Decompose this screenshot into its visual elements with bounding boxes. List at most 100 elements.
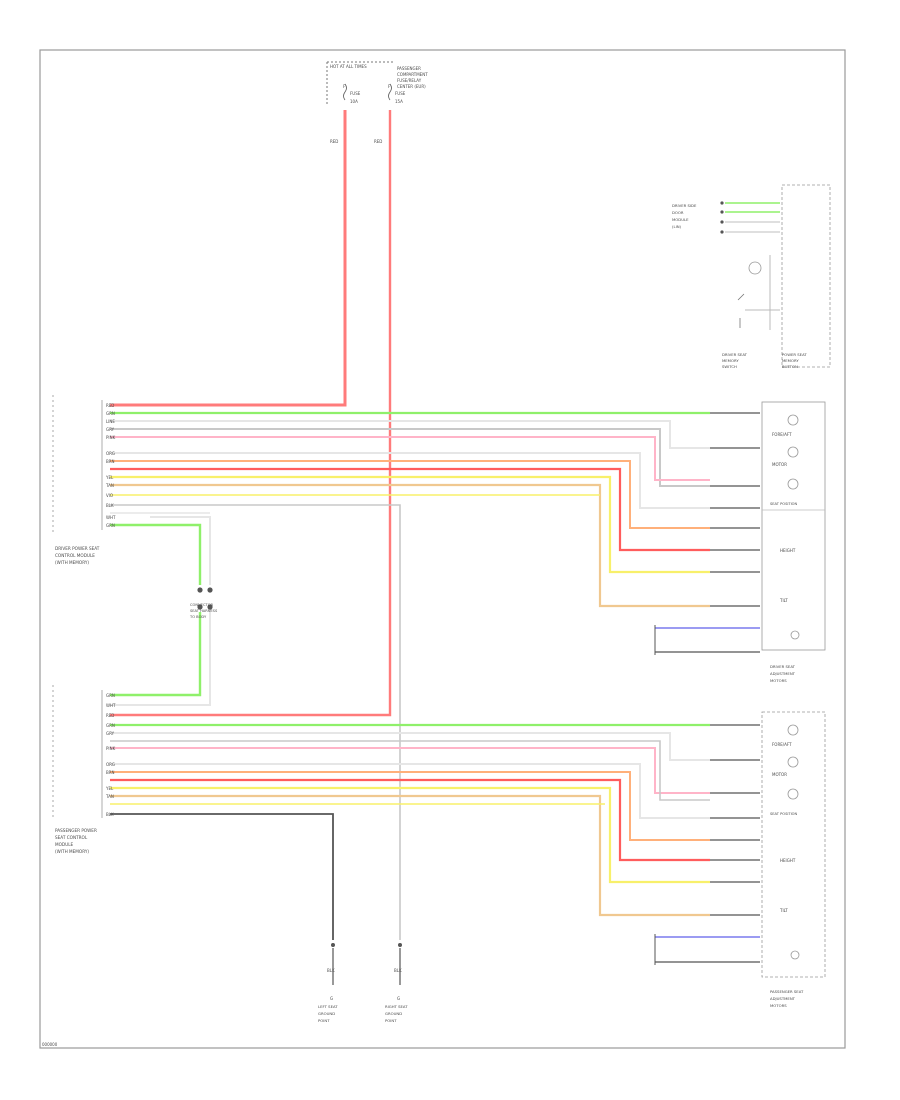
passenger-seat-motors: FORE/AFT MOTOR HEIGHT TILT SEAT POSITION… bbox=[761, 711, 826, 1008]
wire-driver-red bbox=[110, 467, 710, 552]
wire-red-fuse-left bbox=[110, 110, 347, 407]
pass-motor-4: TILT bbox=[779, 908, 788, 913]
connector-name-2: SEAT HARNESS bbox=[190, 609, 218, 613]
pass-motor-fore-icon bbox=[787, 724, 799, 736]
fuse-box-desc-4: CENTER (EUR) bbox=[397, 84, 426, 89]
ground-left: BLK G LEFT SEAT GROUND POINT bbox=[318, 943, 338, 1023]
ground-right-3: RIGHT SEAT bbox=[385, 1004, 408, 1009]
pass-pin-6: PINK bbox=[106, 746, 116, 751]
ground-right: BLK G RIGHT SEAT GROUND POINT bbox=[385, 943, 408, 1023]
ground-right-1: BLK bbox=[394, 968, 402, 973]
driver-module-name-3: (WITH MEMORY) bbox=[55, 560, 89, 565]
driver-seat-terminals bbox=[654, 412, 760, 655]
fuse-right-wire-label: RED bbox=[374, 139, 382, 144]
diagram-frame bbox=[39, 49, 846, 1049]
driver-pin-3: LINE bbox=[106, 419, 115, 424]
driver-pin-11: BLK bbox=[106, 503, 114, 508]
wire-driver-tan bbox=[110, 483, 710, 608]
wire-driver-wht-connector bbox=[150, 516, 211, 585]
driver-pin-5: PINK bbox=[106, 435, 116, 440]
wire-pass-gry bbox=[110, 732, 710, 761]
pass-seat-sensor: SEAT POSITION bbox=[770, 812, 797, 816]
fuse-left-rating: 10A bbox=[350, 99, 358, 104]
driver-motor-2: MOTOR bbox=[772, 462, 787, 467]
wire-pass-yel bbox=[110, 786, 710, 884]
driver-pin-6: ORG bbox=[106, 451, 115, 456]
mem-switch-bottom-left-3: SWITCH bbox=[722, 364, 737, 369]
driver-pin-1: RED bbox=[106, 403, 114, 408]
ground-right-2: G bbox=[397, 996, 400, 1001]
mem-switch-label-1: DRIVER SIDE bbox=[672, 203, 697, 208]
fuse-box-desc-1: PASSENGER bbox=[397, 66, 421, 71]
driver-pin-8: YEL bbox=[105, 475, 114, 480]
wire-driver-gry bbox=[110, 428, 710, 487]
wire-pass-red bbox=[110, 778, 710, 862]
fuse-left-symbol bbox=[343, 83, 347, 101]
mem-switch-bottom-right-3: BUTTON bbox=[782, 364, 798, 369]
wire-pass-wht-in bbox=[110, 612, 211, 706]
seat-harness-connector: CONNECTOR SEAT HARNESS TO BODY bbox=[189, 587, 218, 619]
fuse-left-id: F bbox=[343, 84, 346, 89]
fuse-right-symbol bbox=[388, 83, 392, 101]
ground-left-5: POINT bbox=[318, 1018, 330, 1023]
driver-motor-tilt-icon bbox=[787, 478, 799, 490]
pass-module-name-4: (WITH MEMORY) bbox=[55, 849, 89, 854]
wire-driver-grn-connector bbox=[110, 523, 202, 585]
fuse-box: HOT AT ALL TIMES PASSENGER COMPARTMENT F… bbox=[326, 61, 428, 144]
fuse-box-desc-2: COMPARTMENT bbox=[397, 72, 428, 77]
fuse-box-desc-3: FUSE/RELAY bbox=[397, 78, 422, 83]
ground-left-3: LEFT SEAT bbox=[318, 1004, 338, 1009]
pass-module-name-3: MODULE bbox=[55, 842, 74, 847]
fuse-left-wire-label: RED bbox=[330, 139, 338, 144]
wire-driver-yel bbox=[110, 475, 710, 574]
pass-seat-name-2: ADJUSTMENT bbox=[770, 996, 796, 1001]
pass-motor-2: MOTOR bbox=[772, 772, 787, 777]
pass-pin-2: WHT bbox=[106, 703, 116, 708]
fuse-right-label: FUSE bbox=[395, 91, 406, 96]
wire-pass-grn-in bbox=[110, 612, 202, 697]
pass-pin-11: BLK bbox=[106, 812, 114, 817]
driver-module-name-2: CONTROL MODULE bbox=[55, 553, 95, 558]
wire-pass-tan bbox=[110, 794, 710, 917]
driver-seat-motors: FORE/AFT MOTOR HEIGHT TILT SEAT POSITION… bbox=[761, 401, 826, 683]
wire-pass-org bbox=[110, 763, 710, 819]
driver-motor-height-icon bbox=[787, 446, 799, 458]
fuse-right-rating: 15A bbox=[395, 99, 403, 104]
pass-motor-1: FORE/AFT bbox=[772, 742, 792, 747]
mem-switch-bottom-right-2: MEMORY bbox=[782, 358, 799, 363]
driver-seat-name-3: MOTORS bbox=[770, 678, 787, 683]
pass-motor-height-icon bbox=[787, 756, 799, 768]
pass-seat-name-1: PASSENGER SEAT bbox=[770, 989, 804, 994]
wire-driver-pink bbox=[110, 436, 710, 481]
wire-driver-line bbox=[110, 420, 710, 449]
wire-driver-wht bbox=[110, 504, 401, 940]
ground-right-5: POINT bbox=[385, 1018, 397, 1023]
pass-module-name-2: SEAT CONTROL bbox=[55, 835, 88, 840]
wire-red-fuse-right bbox=[110, 110, 392, 717]
driver-module: RED GRN LINE GRY PINK ORG BRN YEL TAN VI… bbox=[52, 395, 116, 565]
mem-switch-contact-icon bbox=[748, 261, 762, 275]
passenger-module: GRN WHT RED GRN GRY PINK ORG BRN YEL TAN… bbox=[52, 685, 116, 854]
driver-motor-extra-icon bbox=[790, 630, 800, 640]
driver-motor-1: FORE/AFT bbox=[772, 432, 792, 437]
pass-motor-tilt-icon bbox=[787, 788, 799, 800]
pass-pin-7: ORG bbox=[106, 762, 115, 767]
pass-pin-1: GRN bbox=[106, 693, 115, 698]
mem-switch-bottom-right-1: POWER SEAT bbox=[782, 352, 807, 357]
pass-pin-4: GRN bbox=[106, 723, 115, 728]
ground-left-2: G bbox=[330, 996, 333, 1001]
driver-seat-name-1: DRIVER SEAT bbox=[770, 664, 796, 669]
mem-switch-label-3: MODULE bbox=[672, 217, 689, 222]
pass-pin-9: YEL bbox=[105, 786, 114, 791]
passenger-seat-terminals bbox=[654, 724, 760, 965]
wire-pass-pink bbox=[110, 747, 710, 794]
pass-motor-3: HEIGHT bbox=[780, 858, 796, 863]
ground-left-1: BLK bbox=[327, 968, 335, 973]
fuse-right-id: F bbox=[388, 84, 391, 89]
pass-pin-3: RED bbox=[106, 713, 114, 718]
fuse-box-label: HOT AT ALL TIMES bbox=[330, 64, 367, 69]
mem-switch-label-2: DOOR bbox=[672, 210, 684, 215]
pass-motor-extra-icon bbox=[790, 950, 800, 960]
driver-pin-7: BRN bbox=[106, 459, 115, 464]
